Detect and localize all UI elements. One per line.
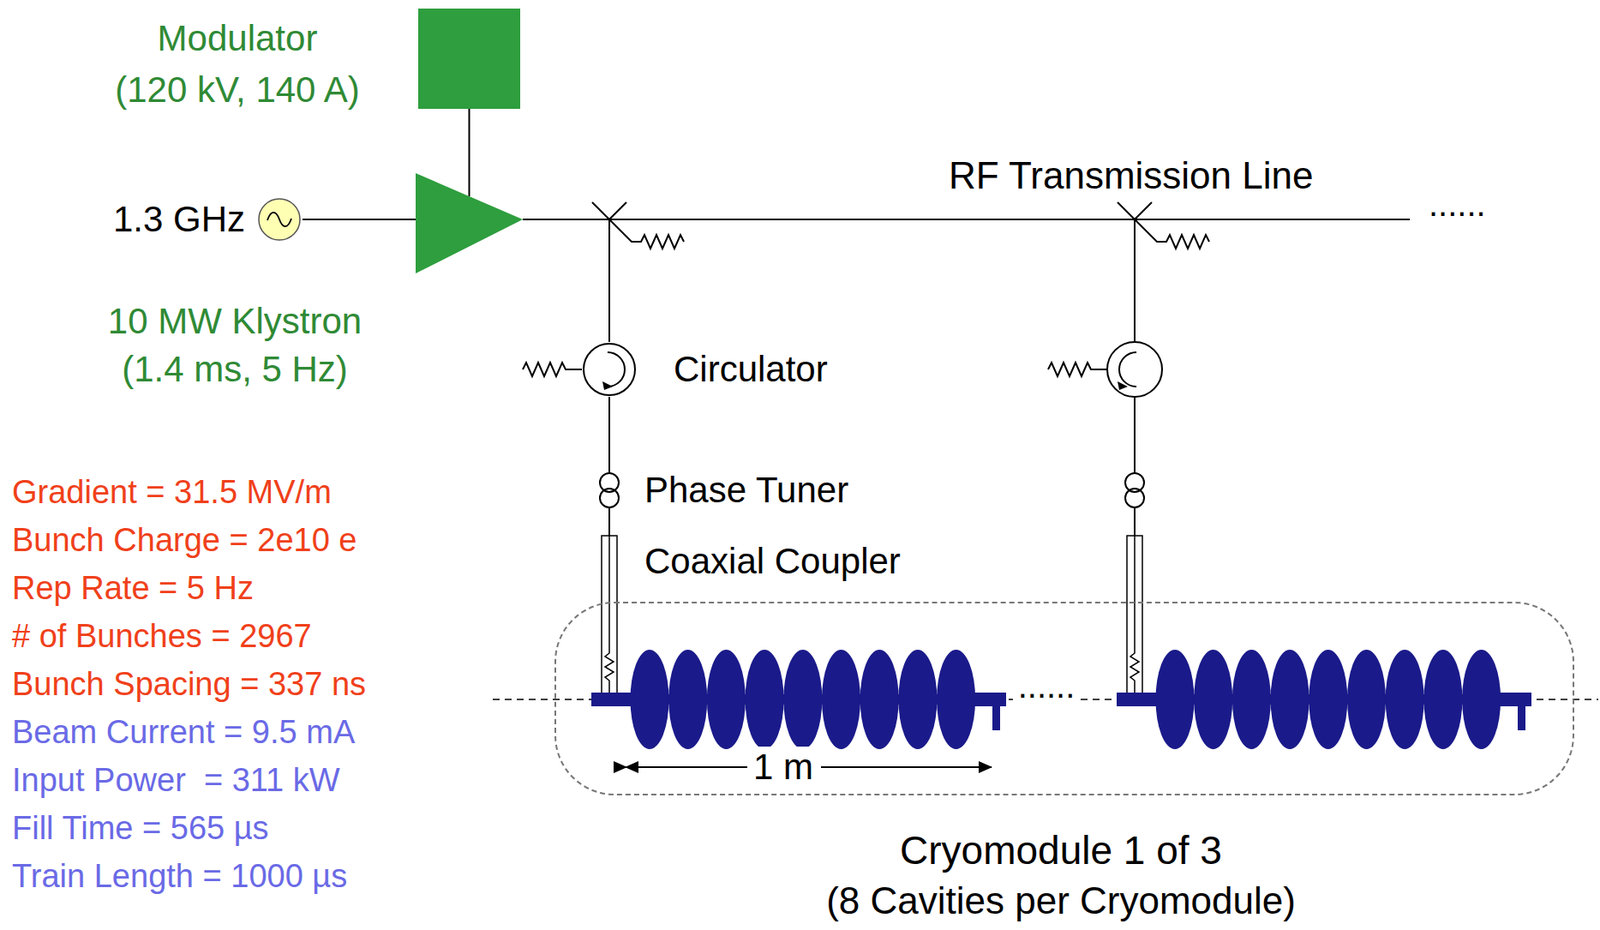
- parameter-line: Fill Time = 565 µs: [11, 809, 270, 848]
- cavity-string: [591, 649, 1532, 750]
- cavity-cell: [1423, 649, 1463, 750]
- dimension-arrow: [626, 766, 748, 768]
- parameter-line: Train Length = 1000 µs: [11, 857, 348, 896]
- cavity-cell: [745, 649, 785, 750]
- block-rating: (1.4 ms, 5 Hz): [121, 348, 348, 390]
- transmission-line: [522, 218, 1410, 221]
- coupler-branch: [592, 202, 684, 696]
- cavity-cell: [707, 649, 746, 750]
- cavity-cell: [1270, 649, 1310, 750]
- continuation-dots: ......: [1428, 184, 1487, 224]
- component-name: Circulator: [673, 348, 828, 390]
- block-heading: 10 MW Klystron: [107, 300, 362, 342]
- component-name: Phase Tuner: [644, 469, 849, 511]
- component-name: Coaxial Coupler: [644, 540, 901, 582]
- cavity-cell: [936, 649, 976, 750]
- beam-pipe: [1116, 692, 1160, 707]
- circulator-symbol: [1107, 341, 1163, 397]
- cavity-cell: [1462, 649, 1501, 750]
- cavity-cell: [821, 649, 861, 750]
- oscillator-symbol: [256, 196, 303, 243]
- line-name: RF Transmission Line: [948, 154, 1313, 198]
- dimension-arrow: [820, 766, 992, 768]
- modulator-block: Modulator (120 kV, 140 A): [77, 8, 521, 120]
- block-heading: Modulator: [157, 17, 318, 60]
- cavity-cell: [668, 649, 708, 750]
- klystron-block: 10 MW Klystron (1.4 ms, 5 Hz): [85, 173, 523, 396]
- parameter-line: Beam Current = 9.5 mA: [11, 713, 355, 752]
- parameter-line: Input Power = 311 kW: [11, 761, 341, 800]
- cavity-cell: [1347, 649, 1386, 750]
- cavity-cell: [1232, 649, 1271, 750]
- cavity-cell: [1385, 649, 1425, 750]
- module-heading: Cryomodule 1 of 3: [899, 827, 1223, 874]
- block-rating: (120 kV, 140 A): [114, 69, 360, 111]
- resistor-symbol: [1048, 362, 1108, 377]
- pickup-stub: [992, 706, 1001, 731]
- beam-pipe: [1498, 692, 1532, 707]
- cavity-cell: [1308, 649, 1348, 750]
- continuation-dots: ......: [1012, 665, 1081, 706]
- amplifier-triangle: [415, 173, 523, 274]
- parameter-line: Bunch Spacing = 337 ns: [11, 665, 366, 704]
- resistor-symbol: [522, 362, 582, 377]
- cavity-cell: [1156, 649, 1195, 750]
- rf-source: 1.3 GHz: [85, 193, 303, 246]
- pickup-stub: [1517, 706, 1526, 731]
- parameter-line: Gradient = 31.5 MV/m: [11, 473, 332, 512]
- cavity-cell: [630, 649, 670, 750]
- frequency-label: 1.3 GHz: [113, 198, 246, 240]
- beam-pipe: [973, 692, 1007, 707]
- beam-pipe: [591, 692, 635, 707]
- cryomodule-block: Cryomodule 1 of 3 (8 Cavities per Cryomod…: [554, 601, 1575, 928]
- parameter-line: Bunch Charge = 2e10 e: [11, 521, 357, 560]
- dimension-label: 1 m: [748, 746, 819, 788]
- module-note: (8 Cavities per Cryomodule): [826, 879, 1296, 923]
- modulator-box: [418, 8, 521, 109]
- circulator-symbol: [581, 341, 637, 397]
- coupler-branch: [1117, 202, 1210, 696]
- circulator-block: Circulator: [581, 341, 865, 397]
- cavity-cell: [898, 649, 937, 750]
- cavity-cell: [860, 649, 899, 750]
- wire: [302, 218, 416, 221]
- parameter-line: # of Bunches = 2967: [11, 617, 312, 656]
- cavity-cell: [783, 649, 822, 750]
- wire: [468, 108, 471, 197]
- parameter-line: Rep Rate = 5 Hz: [11, 569, 254, 608]
- cavity-cell: [1193, 649, 1233, 750]
